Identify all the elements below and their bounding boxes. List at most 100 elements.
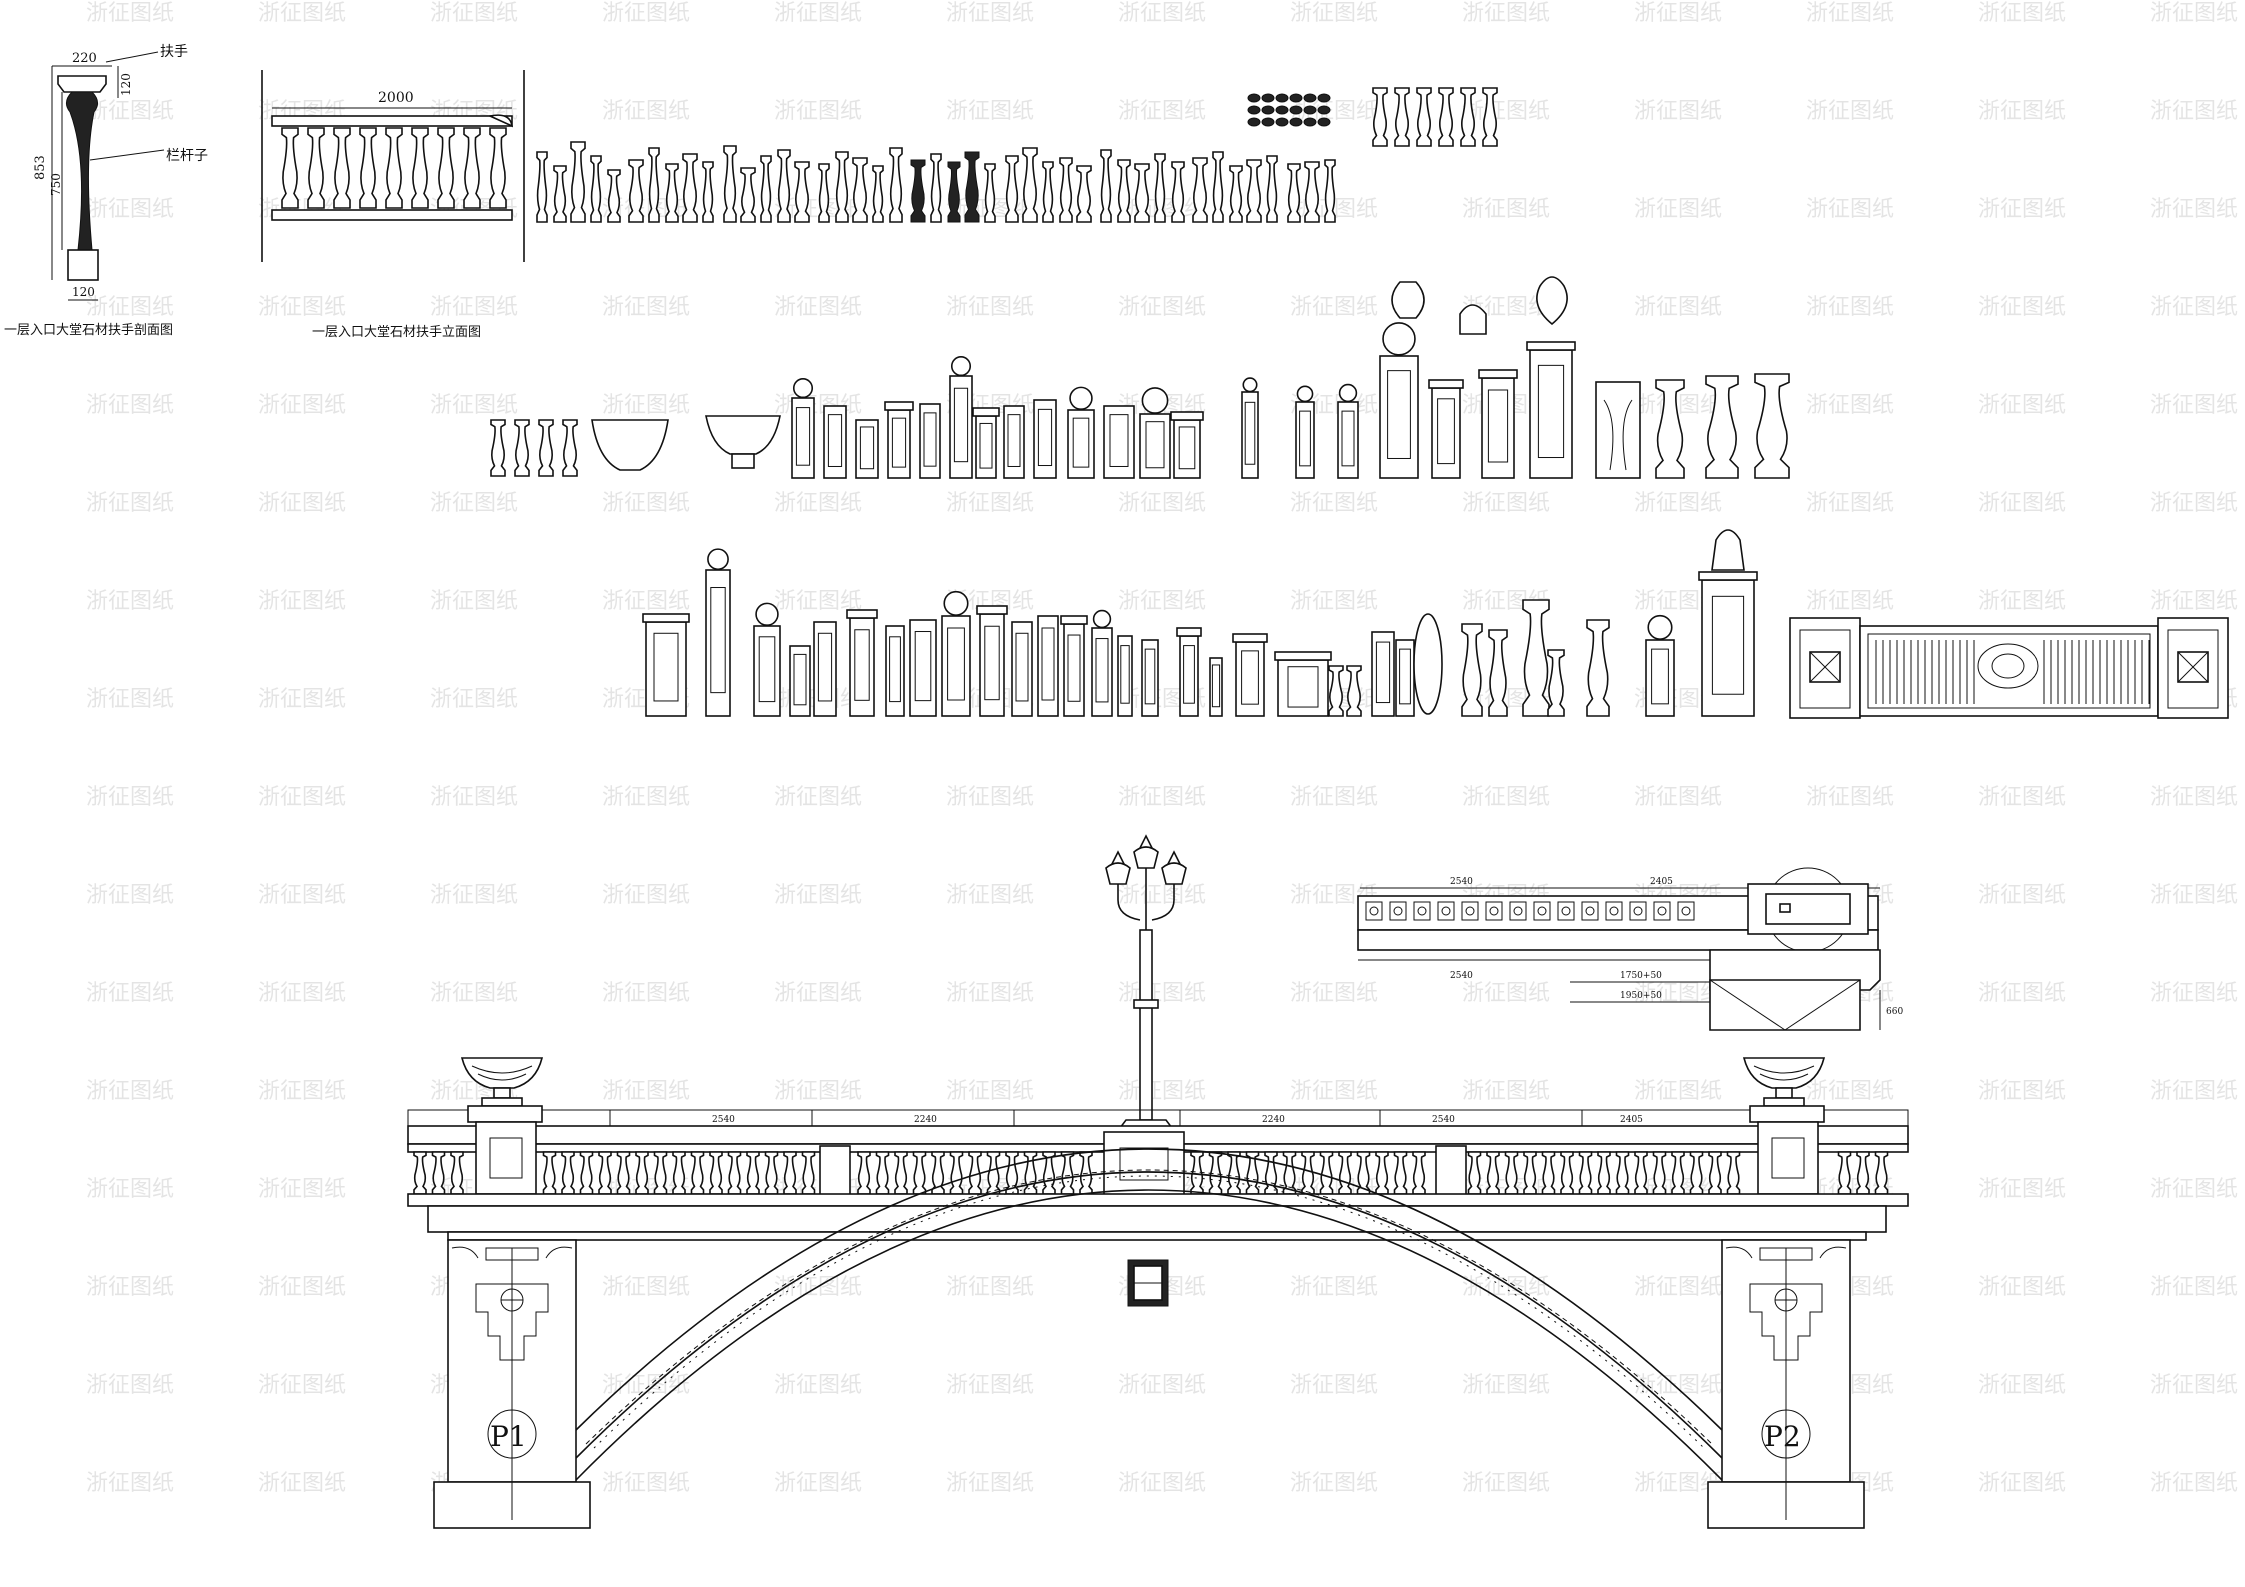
baluster	[1615, 1151, 1630, 1195]
bridge-plan-detail: 2540 2405 2540 1750+50 1950+50 660	[1357, 867, 1903, 1031]
finial	[1536, 276, 1568, 326]
plan-tile-dot	[1561, 906, 1571, 916]
post-ball-cap	[1382, 322, 1416, 356]
watermark-text: 浙征图纸	[86, 295, 174, 320]
post	[1103, 405, 1135, 479]
watermark-text: 浙征图纸	[1290, 1079, 1378, 1104]
watermark-text: 浙征图纸	[86, 1471, 174, 1496]
planter	[591, 419, 669, 471]
watermark-text: 浙征图纸	[1462, 197, 1550, 222]
watermark-text: 浙征图纸	[946, 883, 1034, 908]
post	[1209, 657, 1223, 717]
span-dimension: 2240	[914, 1115, 937, 1125]
post-cap	[1176, 627, 1202, 637]
baluster	[359, 127, 377, 209]
post-panel	[1387, 370, 1411, 459]
watermark-text: 浙征图纸	[1290, 1, 1378, 26]
post-panel	[1241, 650, 1259, 705]
baluster	[1874, 1151, 1889, 1195]
baluster	[818, 163, 830, 223]
watermark-text: 浙征图纸	[2150, 197, 2238, 222]
label-handrail: 扶手	[160, 44, 188, 60]
baluster	[777, 149, 791, 223]
post	[979, 613, 1005, 717]
watermark-text: 浙征图纸	[774, 99, 862, 124]
post-cap	[846, 609, 878, 619]
watermark-text: 浙征图纸	[1118, 1471, 1206, 1496]
watermark-text: 浙征图纸	[1978, 197, 2066, 222]
baluster	[616, 1151, 631, 1195]
post-panel	[1299, 410, 1311, 467]
ornament-piece	[1261, 93, 1275, 103]
baluster	[1837, 1151, 1852, 1195]
baluster	[872, 165, 884, 223]
baluster	[875, 1151, 890, 1195]
post-panel	[1120, 645, 1130, 704]
baluster	[1319, 1151, 1334, 1195]
watermark-text: 浙征图纸	[258, 1471, 346, 1496]
watermark-text: 浙征图纸	[86, 981, 174, 1006]
baluster	[542, 1151, 557, 1195]
watermark-text: 浙征图纸	[946, 491, 1034, 516]
watermark-text: 浙征图纸	[602, 883, 690, 908]
baluster	[764, 1151, 779, 1195]
watermark-text: 浙征图纸	[1290, 981, 1378, 1006]
baluster	[835, 151, 849, 223]
span-dimension: 2405	[1620, 1115, 1643, 1125]
post	[1645, 639, 1675, 717]
post	[1431, 387, 1461, 479]
post	[1139, 413, 1171, 479]
watermark-text: 浙征图纸	[1978, 589, 2066, 614]
baluster	[1022, 147, 1038, 223]
baluster	[489, 127, 507, 209]
watermark-text: 浙征图纸	[1634, 295, 1722, 320]
watermark-text: 浙征图纸	[1118, 785, 1206, 810]
watermark-text: 浙征图纸	[1462, 1471, 1550, 1496]
watermark-text: 浙征图纸	[1806, 99, 1894, 124]
dim-top-width: 220	[72, 51, 97, 66]
baluster	[949, 1151, 964, 1195]
post	[1141, 639, 1159, 717]
watermark-text: 浙征图纸	[774, 1275, 862, 1300]
post-cap	[972, 407, 1000, 417]
post-cap	[642, 613, 690, 623]
post-panel	[1287, 666, 1319, 708]
watermark-text: 浙征图纸	[1118, 981, 1206, 1006]
ornament-piece	[1275, 117, 1289, 127]
ornament-piece	[1317, 105, 1331, 115]
watermark-text: 浙征图纸	[774, 1471, 862, 1496]
baluster	[413, 1151, 427, 1195]
post	[1295, 401, 1315, 479]
baluster	[1438, 87, 1454, 147]
dim-handrail-height: 120	[119, 73, 133, 96]
plan-tile-dot	[1393, 906, 1403, 916]
post-panel	[1037, 408, 1053, 467]
plan-tile	[1581, 901, 1599, 921]
watermark-text: 浙征图纸	[258, 491, 346, 516]
ornament-piece	[1247, 117, 1261, 127]
watermark-text: 浙征图纸	[430, 687, 518, 712]
elevation-balusters	[281, 127, 507, 209]
baluster	[1560, 1151, 1574, 1195]
watermark-text: 浙征图纸	[86, 883, 174, 908]
plan-tile	[1533, 901, 1551, 921]
watermark-text: 浙征图纸	[2150, 393, 2238, 418]
post-panel	[1711, 595, 1745, 695]
watermark-text: 浙征图纸	[258, 393, 346, 418]
post-panel	[1144, 648, 1156, 705]
watermark-text: 浙征图纸	[602, 393, 690, 418]
ornament-piece	[1303, 93, 1317, 103]
baluster	[1689, 1151, 1704, 1195]
elevation-caption: 一层入口大堂石材扶手立面图	[312, 325, 481, 340]
post-panel	[827, 414, 843, 467]
watermark-text: 浙征图纸	[86, 393, 174, 418]
plan-tile	[1461, 901, 1479, 921]
baluster	[1523, 1151, 1537, 1195]
baluster	[536, 151, 548, 223]
baluster	[1301, 1151, 1315, 1195]
baluster	[801, 1151, 816, 1195]
ornament-piece	[1247, 93, 1261, 103]
post-panel	[947, 627, 965, 701]
watermark-text: 浙征图纸	[258, 981, 346, 1006]
post-panel	[1109, 414, 1129, 467]
